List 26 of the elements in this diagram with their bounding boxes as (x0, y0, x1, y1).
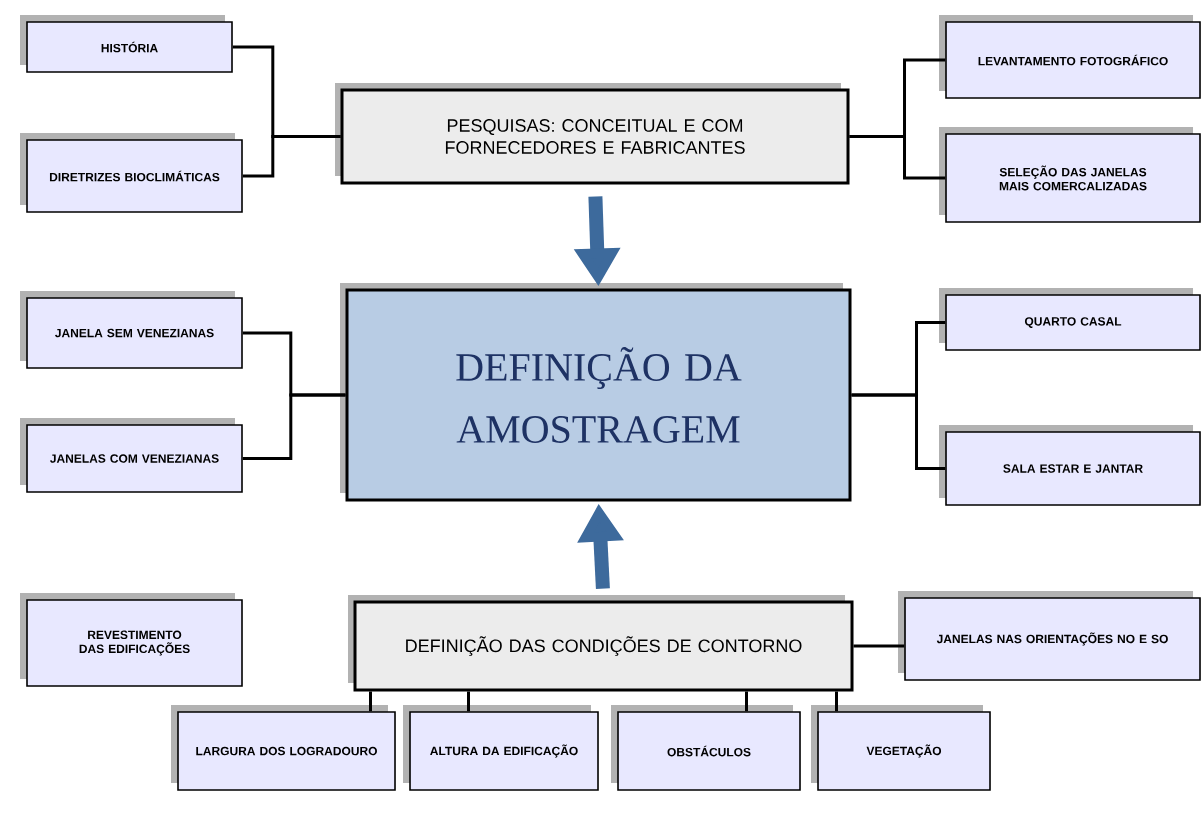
connector-line (242, 393, 346, 460)
connector-line (835, 691, 838, 712)
connector-line (851, 393, 946, 470)
process-box: PESQUISAS: CONCEITUAL E COM FORNECEDORES E FABRICANTES (335, 83, 850, 185)
connector-line (369, 691, 372, 712)
small-box: DIRETRIZES BIOCLIMÁTICAS (20, 133, 243, 213)
process-box: DEFINIÇÃO DAS CONDIÇÕES DE CONTORNO (348, 595, 854, 692)
small-box: LARGURA DOS LOGRADOURO (171, 705, 396, 791)
connector-line (849, 135, 946, 180)
small-box: ALTURA DA EDIFICAÇÃO (403, 705, 599, 791)
small-box: HISTÓRIA (20, 15, 233, 73)
small-box: SALA ESTAR E JANTAR (939, 425, 1201, 506)
connector-line (467, 691, 470, 712)
small-box: LEVANTAMENTO FOTOGRÁFICO (939, 15, 1201, 99)
small-box: SELEÇÃO DAS JANELAS MAIS COMERCALIZADAS (939, 127, 1201, 223)
small-box: QUARTO CASAL (939, 288, 1201, 351)
connector-line (745, 691, 748, 712)
main-box: DEFINIÇÃO DA AMOSTRAGEM (340, 283, 852, 502)
connector-line (242, 135, 341, 178)
small-box: JANELAS NAS ORIENTAÇÕES NO E SO (898, 591, 1201, 681)
connector-line (853, 644, 905, 648)
small-box: REVESTIMENTO DAS EDIFICAÇÕES (20, 593, 243, 687)
small-box: OBSTÁCULOS (611, 705, 801, 791)
small-box: VEGETAÇÃO (811, 705, 991, 791)
small-box: JANELA SEM VENEZIANAS (20, 291, 243, 369)
small-box: JANELAS COM VENEZIANAS (20, 418, 243, 493)
